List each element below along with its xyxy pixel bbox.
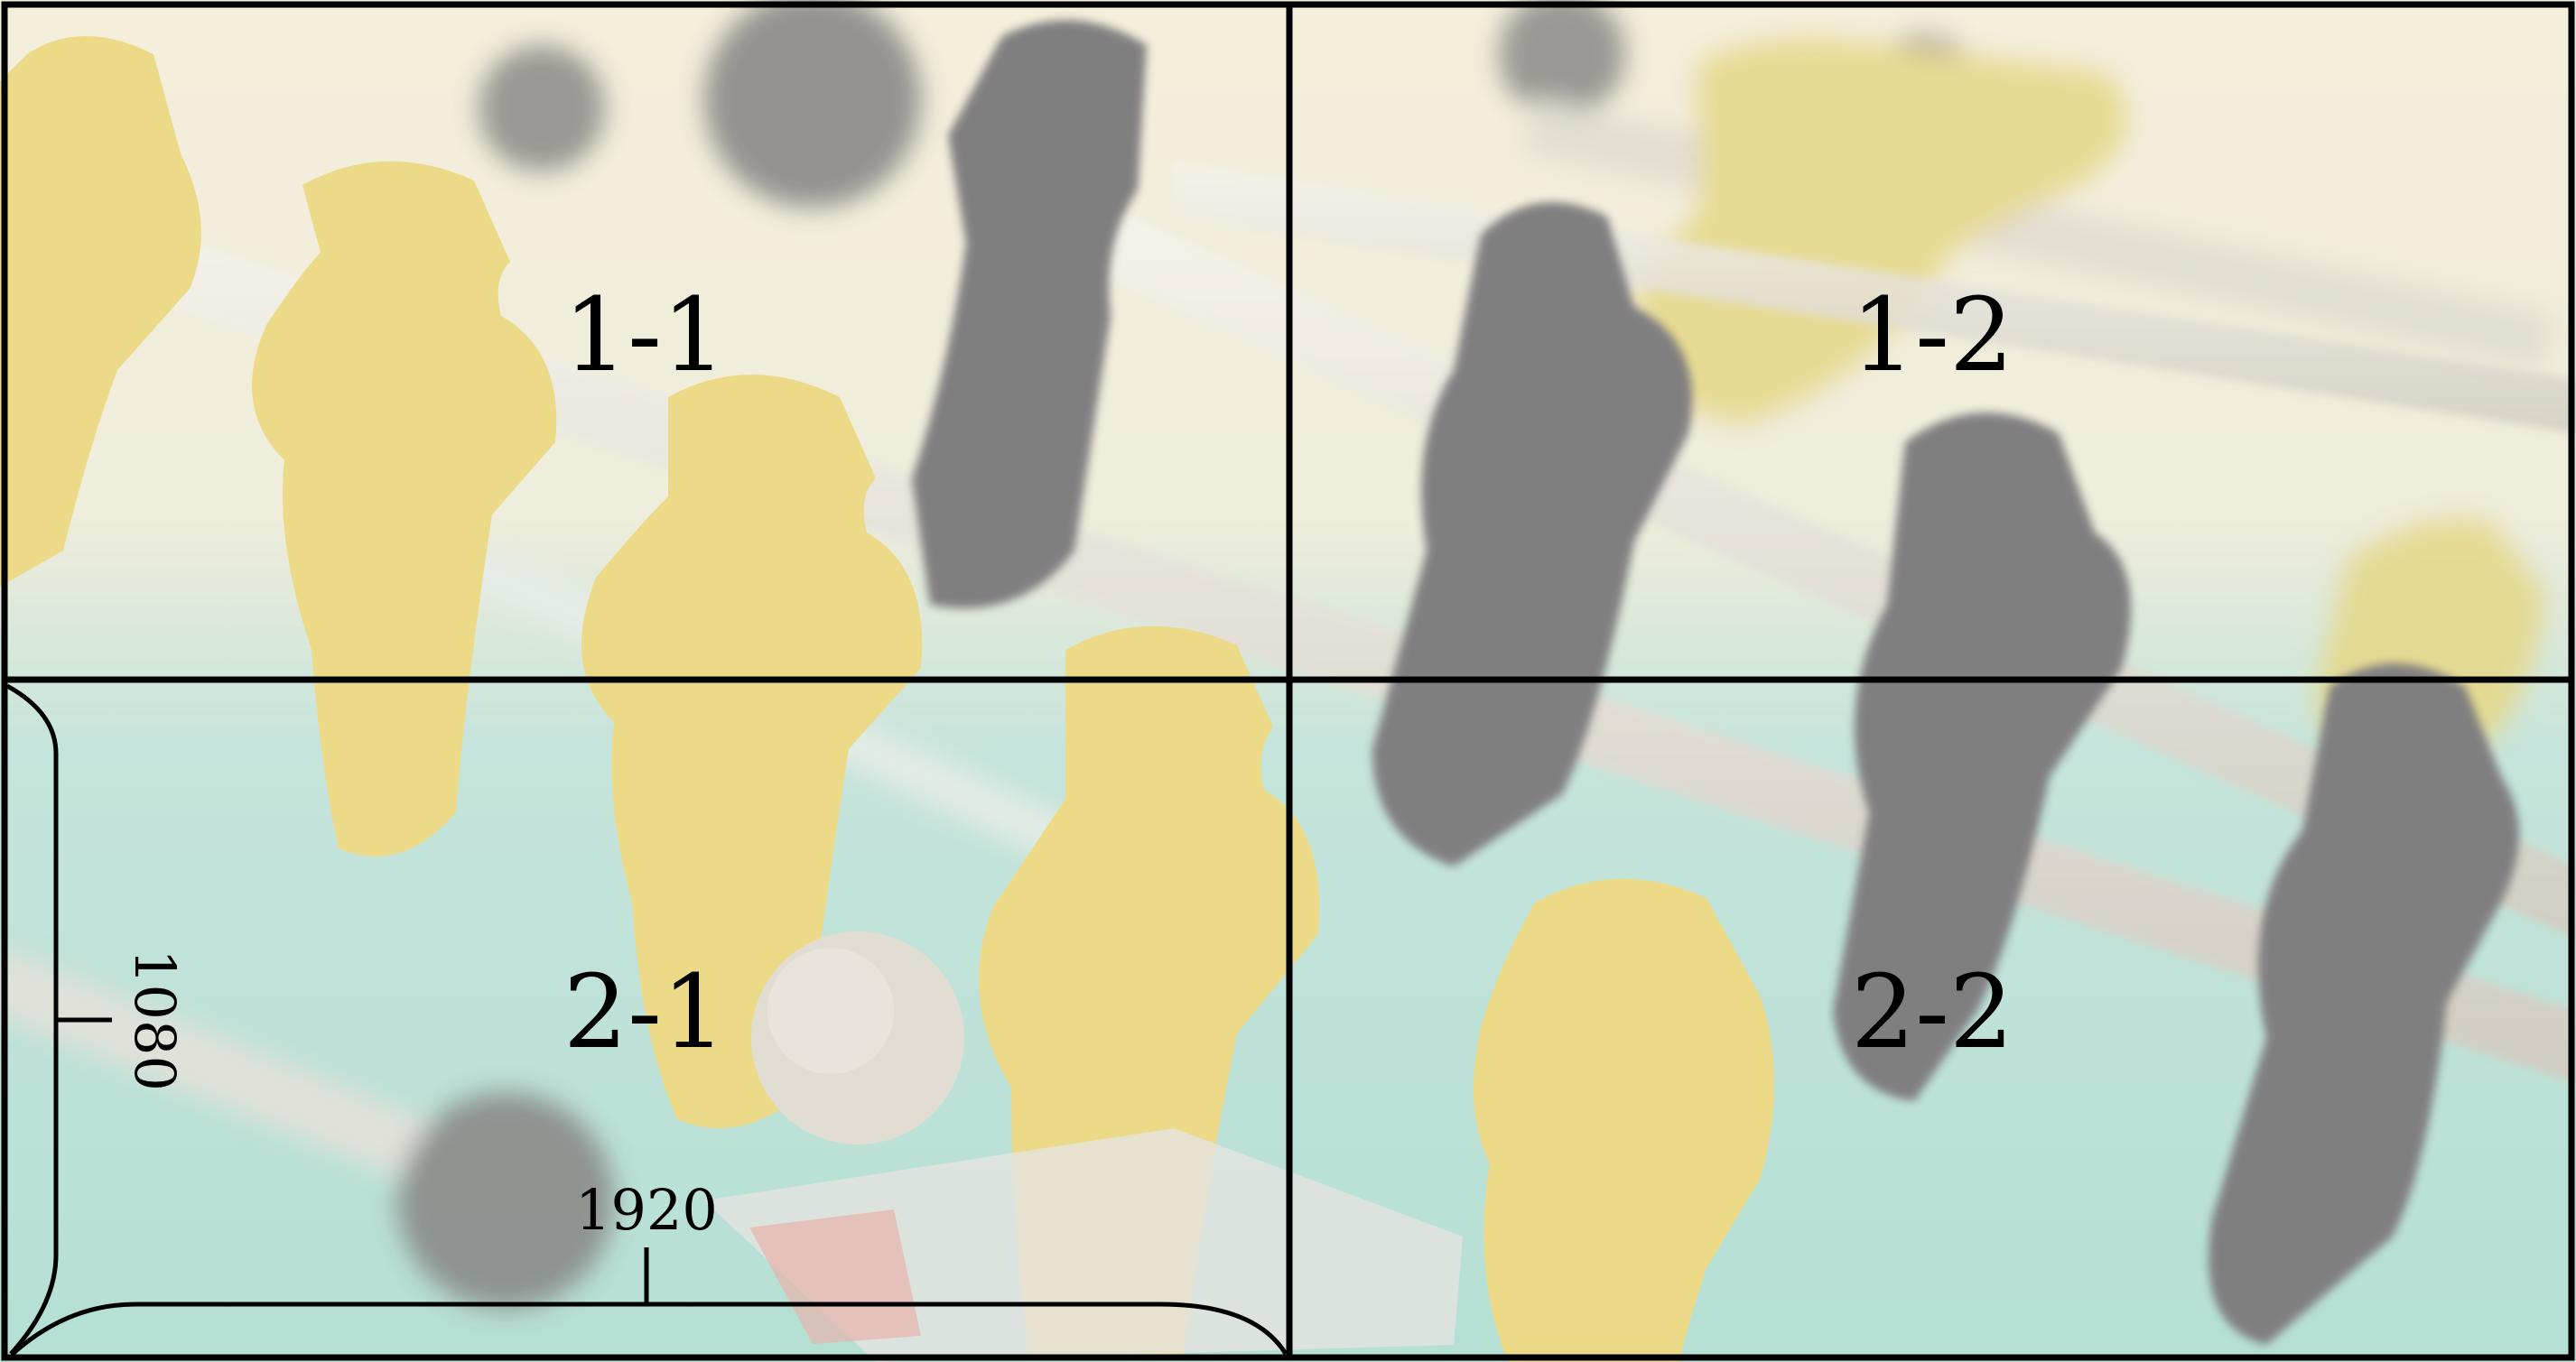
tile-label-2-2: 2-2 [1851,954,2013,1071]
height-dimension-label: 1080 [122,949,188,1091]
tile-label-2-1: 2-1 [563,954,726,1071]
tile-label-1-2: 1-2 [1851,277,2013,394]
dimension-brackets [5,683,1288,1356]
height-bracket [5,683,59,1356]
width-dimension-label: 1920 [575,1177,718,1243]
tile-label-1-1: 1-1 [563,277,726,394]
